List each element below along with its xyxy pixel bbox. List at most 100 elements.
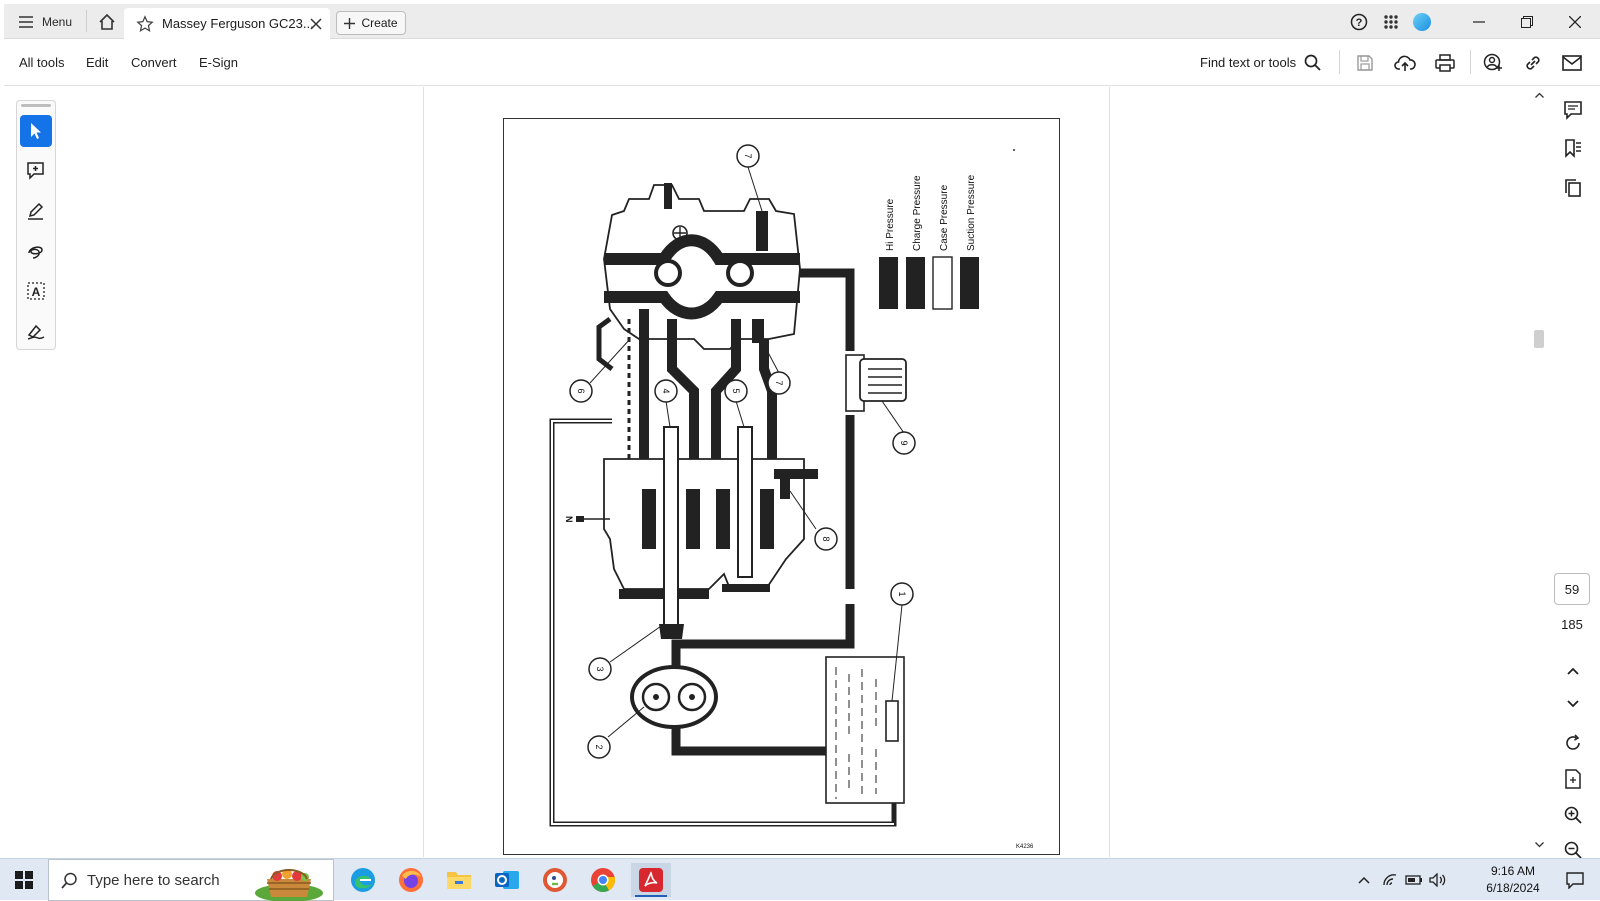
save-button[interactable] (1354, 52, 1376, 74)
taskbar-duckduckgo[interactable] (535, 863, 575, 897)
share-user-button[interactable] (1482, 52, 1504, 74)
apps-button[interactable] (1380, 4, 1402, 39)
taskbar-outlook[interactable] (487, 863, 527, 897)
callout-7-lower: 7 (774, 380, 784, 385)
upload-button[interactable] (1394, 52, 1416, 74)
close-window-button[interactable] (1560, 4, 1590, 39)
legend-suction-pressure: Suction Pressure (966, 174, 977, 251)
edge-browser-icon (351, 868, 375, 892)
restore-button[interactable] (1512, 4, 1542, 39)
legend-charge-pressure: Charge Pressure (912, 175, 923, 251)
pages-panel-button[interactable] (1560, 175, 1586, 201)
callout-8: 8 (821, 536, 831, 541)
callout-5: 5 (731, 388, 741, 393)
taskbar-chrome[interactable] (583, 863, 623, 897)
network-button[interactable] (1378, 863, 1402, 897)
left-blank-pane (4, 87, 424, 857)
callout-2: 2 (594, 744, 604, 749)
highlight-tool-button[interactable] (20, 195, 52, 227)
text-box-tool-button[interactable]: A (20, 275, 52, 307)
notifications-button[interactable] (1558, 863, 1592, 897)
star-icon[interactable] (136, 14, 154, 33)
bookmark-icon (1565, 139, 1581, 158)
comments-panel-button[interactable] (1560, 97, 1586, 123)
duckduckgo-icon (543, 868, 567, 892)
tab-title: Massey Ferguson GC23... (162, 16, 314, 31)
quick-tools-toolbar: A (16, 100, 56, 350)
select-tool-button[interactable] (20, 115, 52, 147)
menu-label: Menu (42, 14, 73, 29)
zoom-out-icon (1564, 841, 1582, 859)
start-button[interactable] (4, 863, 44, 897)
minimize-icon (1473, 20, 1485, 23)
taskbar-acrobat[interactable] (631, 863, 671, 897)
vertical-scrollbar[interactable] (1532, 90, 1546, 855)
pen-icon (28, 202, 44, 220)
menu-button[interactable]: Menu (18, 4, 72, 39)
callout-9: 9 (899, 440, 909, 445)
system-clock[interactable]: 9:16 AM 6/18/2024 (1478, 863, 1548, 897)
scroll-thumb[interactable] (1534, 330, 1544, 348)
find-tools-button[interactable]: Find text or tools (1200, 54, 1321, 71)
zoom-out-button[interactable] (1560, 837, 1586, 863)
minimize-button[interactable] (1464, 4, 1494, 39)
menu-all-tools[interactable]: All tools (19, 55, 65, 70)
menu-e-sign[interactable]: E-Sign (199, 55, 239, 70)
print-button[interactable] (1434, 52, 1456, 74)
scroll-down-icon[interactable] (1535, 842, 1544, 848)
notification-icon (1566, 872, 1584, 889)
print-icon (1435, 54, 1455, 72)
current-page-input[interactable]: 59 (1554, 573, 1590, 605)
bookmarks-panel-button[interactable] (1560, 135, 1586, 161)
toolbar-grip[interactable] (21, 104, 51, 107)
sign-tool-button[interactable] (20, 315, 52, 347)
menu-edit[interactable]: Edit (86, 55, 109, 70)
email-button[interactable] (1561, 52, 1583, 74)
windows-taskbar: Type here to search 9:16 AM 6/18/2024 (0, 858, 1600, 901)
battery-button[interactable] (1402, 863, 1426, 897)
scroll-up-icon[interactable] (1535, 92, 1544, 98)
clock-time: 9:16 AM (1490, 864, 1536, 878)
help-button[interactable]: ? (1348, 4, 1370, 39)
zoom-in-button[interactable] (1560, 802, 1586, 828)
find-label: Find text or tools (1200, 55, 1297, 70)
search-icon (61, 872, 77, 889)
create-button[interactable]: Create (336, 11, 406, 35)
divider (86, 10, 87, 32)
account-avatar[interactable] (1410, 4, 1434, 39)
signature-pen-icon (27, 324, 45, 340)
windows-logo-icon (15, 871, 33, 889)
comment-plus-icon (27, 162, 44, 180)
pdf-page[interactable]: Hi Pressure Charge Pressure Case Pressur… (503, 118, 1060, 855)
menu-convert[interactable]: Convert (131, 55, 177, 70)
callout-7-top: 7 (743, 153, 753, 158)
taskbar-edge[interactable] (343, 863, 383, 897)
outlook-icon (495, 871, 519, 889)
callout-3: 3 (595, 666, 605, 671)
copy-link-button[interactable] (1522, 52, 1544, 74)
taskbar-file-explorer[interactable] (439, 863, 479, 897)
show-hidden-icons-button[interactable] (1352, 863, 1376, 897)
document-tab[interactable]: Massey Ferguson GC23... (124, 8, 330, 39)
figure-code: K4236 (1016, 844, 1034, 850)
draw-tool-button[interactable] (20, 235, 52, 267)
previous-page-button[interactable] (1560, 658, 1586, 684)
close-icon (1569, 15, 1581, 28)
taskbar-search-input[interactable]: Type here to search (48, 859, 334, 901)
close-tab-icon[interactable] (310, 17, 322, 30)
volume-button[interactable] (1426, 863, 1450, 897)
svg-text:A: A (32, 285, 41, 299)
home-icon (99, 13, 115, 30)
chevron-down-icon (1567, 700, 1579, 708)
next-page-button[interactable] (1560, 691, 1586, 717)
copy-pages-icon (1565, 179, 1581, 197)
callout-6: 6 (576, 388, 586, 393)
taskbar-firefox[interactable] (391, 863, 431, 897)
add-comment-button[interactable] (20, 155, 52, 187)
rotate-button[interactable] (1560, 730, 1586, 756)
home-button[interactable] (94, 4, 120, 39)
comment-icon (1564, 101, 1582, 120)
page-fit-button[interactable] (1560, 766, 1586, 792)
cursor-arrow-icon (31, 123, 41, 139)
chevron-up-icon (1567, 667, 1579, 675)
